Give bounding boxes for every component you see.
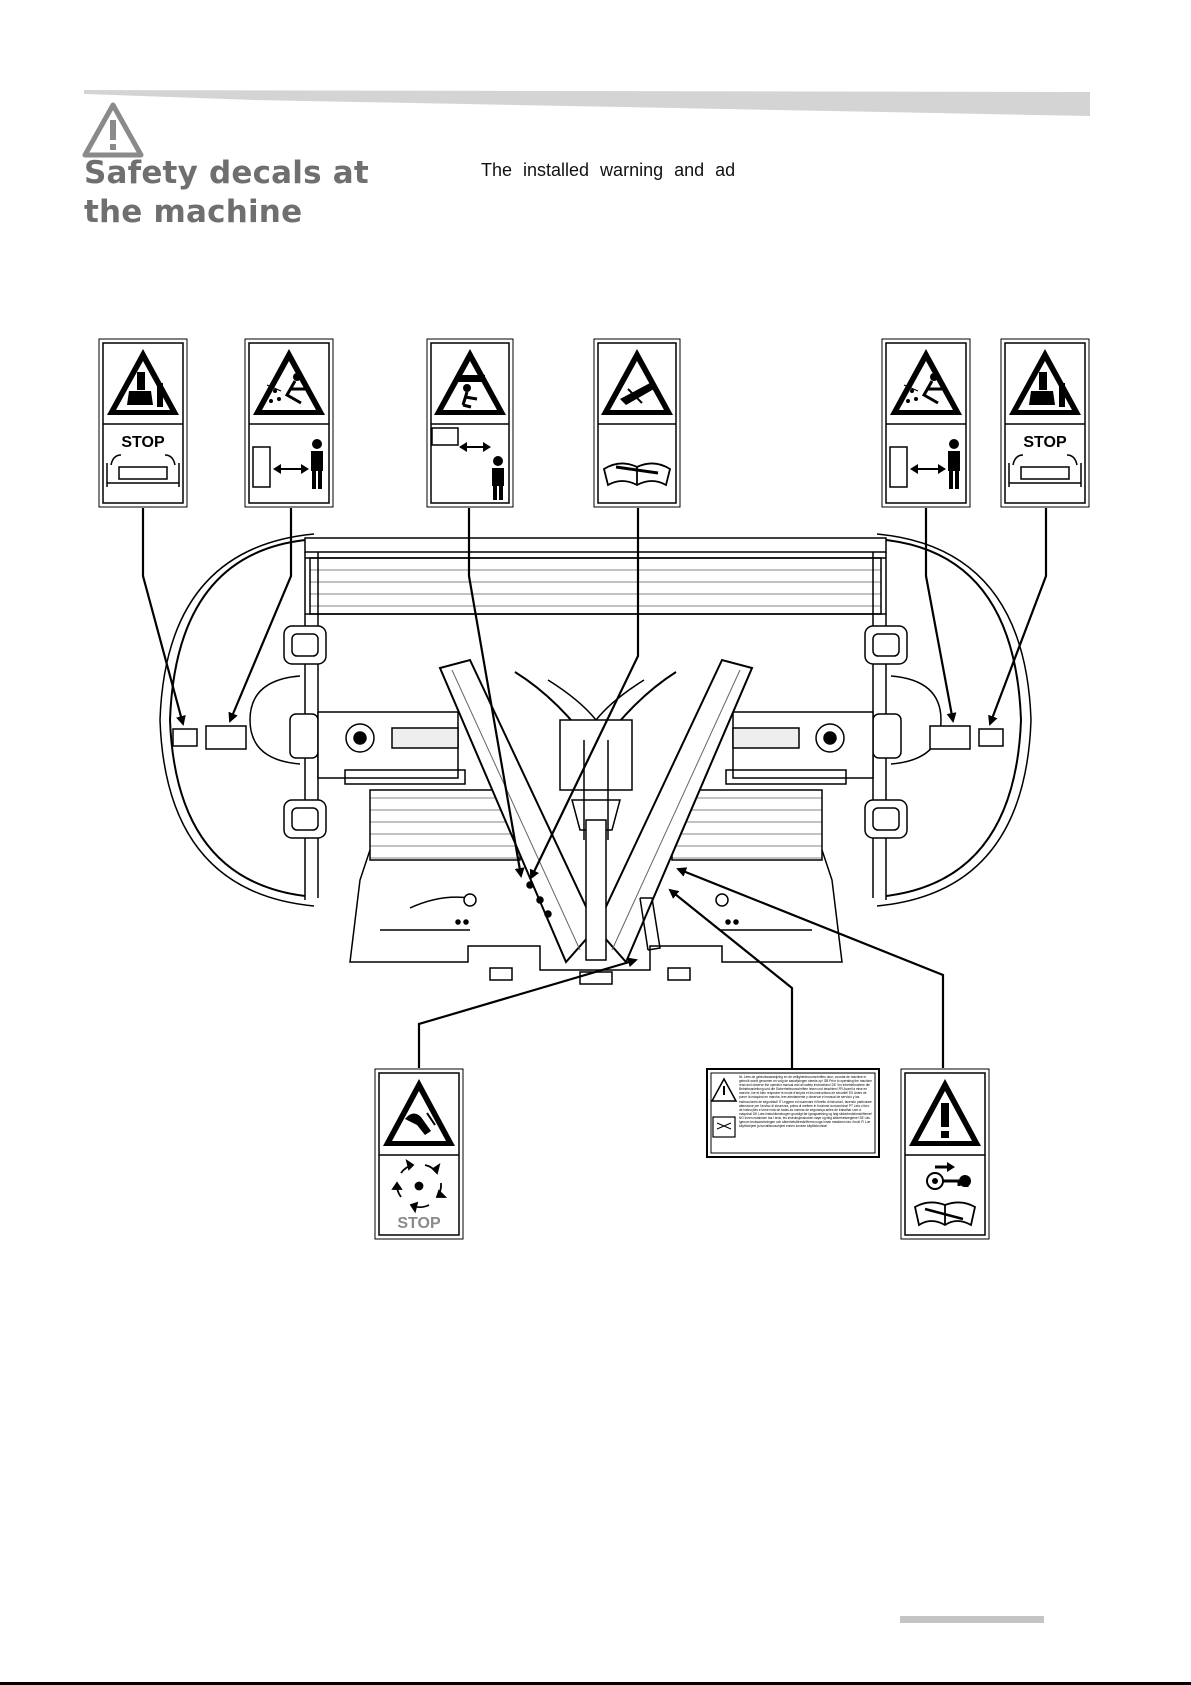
- decal-position-stop-right: [978, 728, 1004, 747]
- decal-thrown-objects-distance-right: [881, 338, 971, 508]
- warning-triangle-icon: [253, 349, 325, 415]
- intro-text: The installed warning and ad: [481, 160, 736, 180]
- remove-key-icon: [926, 1162, 971, 1190]
- decal-thrown-objects-distance: [244, 338, 334, 508]
- safe-distance-icon: [431, 427, 504, 500]
- decal-read-manual: [593, 338, 681, 508]
- mower-drawing: [159, 533, 1032, 985]
- page-title-line-2: the machine: [84, 194, 303, 230]
- leader-lines: [141, 508, 1048, 1068]
- stop-label: STOP: [397, 1215, 441, 1232]
- thrown-objects-icon: [903, 373, 942, 405]
- decal-position-distance-left: [205, 725, 247, 750]
- falling-load-icon: [457, 375, 485, 409]
- warning-triangle-icon: [82, 102, 144, 158]
- decal-crush-hazard-distance: [426, 338, 514, 508]
- page-title-line-1: Safety decals at: [84, 155, 369, 191]
- header-band: [84, 90, 1090, 116]
- foot-crush-icon: [127, 372, 163, 407]
- decal-position-stop-left: [172, 728, 198, 747]
- foot-crush-icon: [1029, 372, 1065, 407]
- safe-distance-icon: [252, 439, 323, 489]
- thrown-objects-icon: [266, 373, 305, 405]
- decal-foot-crush-stop: STOP: [98, 338, 188, 508]
- decal-position-distance-right: [929, 725, 971, 750]
- page-title: Safety decals at the machine: [84, 154, 414, 232]
- warning-triangle-icon: [890, 349, 962, 415]
- instruction-sheet-text: NL Lees de gebruiksaanwijzing en de veil…: [739, 1075, 873, 1129]
- manual-book-icon: [712, 1116, 736, 1138]
- warning-triangle-icon: [909, 1079, 981, 1146]
- safe-distance-icon: [889, 439, 960, 489]
- decal-remove-key-read-manual: [900, 1068, 990, 1240]
- rotating-drums-icon: [1008, 454, 1082, 487]
- decal-instruction-sheet: NL Lees de gebruiksaanwijzing en de veil…: [706, 1068, 880, 1158]
- rotating-blade-icon: [391, 1158, 448, 1214]
- bottom-rule: [0, 1682, 1191, 1685]
- hand-cutting-icon: [405, 1112, 436, 1135]
- decal-foot-crush-stop-right: STOP: [1000, 338, 1090, 508]
- stop-label: STOP: [121, 434, 165, 451]
- manual-book-icon: [913, 1201, 977, 1227]
- hand-injury-icon: [620, 383, 654, 405]
- stop-label: STOP: [1023, 434, 1067, 451]
- manual-book-icon: [602, 462, 672, 487]
- rotating-drums-icon: [106, 454, 180, 487]
- footer-bar: [900, 1616, 1044, 1623]
- warning-triangle-icon: [710, 1077, 738, 1102]
- decal-rotating-blades-stop: STOP: [374, 1068, 464, 1240]
